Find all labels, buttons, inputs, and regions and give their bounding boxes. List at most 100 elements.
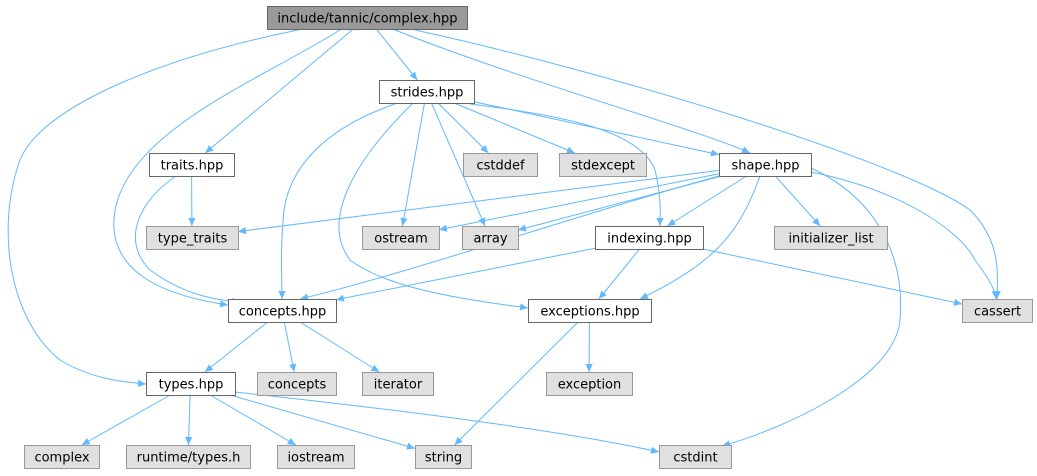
node-box (659, 445, 732, 469)
node-label: runtime/types.h (137, 451, 241, 466)
edge-complex_hpp-to-traits_hpp (204, 28, 354, 154)
node-box (277, 445, 355, 469)
node-label: shape.hpp (731, 159, 799, 174)
edge-types_hpp-to-iostream (209, 394, 297, 446)
node-label: concepts (268, 378, 327, 393)
node-indexing_hpp[interactable]: indexing.hpp (595, 226, 704, 250)
edge-concepts_hpp-to-iterator (299, 321, 380, 373)
node-exceptions_hpp[interactable]: exceptions.hpp (528, 299, 652, 323)
edge-complex_hpp-to-shape_hpp (394, 29, 751, 154)
edge-indexing_hpp-to-concepts_hpp (335, 247, 596, 302)
node-ostream: ostream (362, 226, 440, 250)
node-label: exception (558, 378, 622, 393)
node-complex_hpp[interactable]: include/tannic/complex.hpp (267, 6, 468, 30)
node-box (462, 226, 519, 250)
node-label: strides.hpp (391, 86, 464, 101)
node-iterator: iterator (362, 372, 434, 396)
node-label: include/tannic/complex.hpp (277, 12, 457, 27)
node-label: traits.hpp (161, 159, 224, 174)
node-label: concepts.hpp (239, 305, 326, 320)
edge-complex_hpp-to-strides_hpp (375, 28, 418, 81)
edge-strides_hpp-to-cstddef (437, 102, 489, 154)
node-complex: complex (24, 445, 100, 469)
node-box (379, 80, 475, 104)
node-box (719, 153, 812, 177)
edge-strides_hpp-to-indexing_hpp (469, 103, 664, 227)
edge-shape_hpp-to-cassert (810, 171, 999, 300)
node-box (774, 226, 888, 250)
edge-complex_hpp-to-cassert (414, 29, 1001, 300)
node-cstddef: cstddef (463, 153, 538, 177)
node-label: initializer_list (788, 232, 873, 247)
node-types_hpp[interactable]: types.hpp (146, 372, 236, 396)
node-label: ostream (374, 232, 428, 247)
node-box (267, 6, 468, 30)
node-shape_hpp[interactable]: shape.hpp (719, 153, 812, 177)
node-strides_hpp[interactable]: strides.hpp (379, 80, 475, 104)
node-box (146, 226, 239, 250)
node-box (362, 226, 440, 250)
edge-complex_hpp-to-types_hpp (7, 29, 299, 387)
node-cassert: cassert (962, 299, 1033, 323)
node-box (528, 299, 652, 323)
node-runtime_types_h: runtime/types.h (126, 445, 251, 469)
edge-strides_hpp-to-stdexcept (454, 102, 575, 154)
node-box (463, 153, 538, 177)
edge-indexing_hpp-to-exceptions_hpp (598, 248, 640, 300)
edge-shape_hpp-to-cstdint (721, 167, 902, 448)
node-label: exceptions.hpp (540, 305, 639, 320)
node-box (559, 153, 647, 177)
node-concepts_hpp[interactable]: concepts.hpp (228, 299, 337, 323)
node-label: indexing.hpp (607, 232, 692, 247)
node-label: type_traits (158, 232, 228, 247)
edge-strides_hpp-to-exceptions_hpp (338, 103, 529, 311)
node-label: cassert (974, 305, 1021, 320)
node-label: cstddef (476, 159, 525, 174)
edge-shape_hpp-to-indexing_hpp (667, 175, 747, 227)
node-concepts: concepts (257, 372, 337, 396)
node-label: cstdint (673, 451, 717, 466)
edge-shape_hpp-to-exceptions_hpp (639, 175, 761, 300)
edge-complex_hpp-to-concepts_hpp (113, 29, 341, 308)
node-cstdint: cstdint (659, 445, 732, 469)
node-string: string (415, 445, 472, 469)
edge-types_hpp-to-runtime_types_h (185, 394, 193, 446)
node-label: iterator (374, 378, 423, 393)
node-iostream: iostream (277, 445, 355, 469)
node-box (546, 372, 633, 396)
edge-concepts_hpp-to-types_hpp (204, 321, 268, 373)
edge-shape_hpp-to-type_traits (237, 169, 720, 235)
edge-concepts_hpp-to-concepts (283, 321, 297, 373)
node-box (595, 226, 704, 250)
node-type_traits: type_traits (146, 226, 239, 250)
edge-types_hpp-to-string (230, 394, 416, 450)
node-box (257, 372, 337, 396)
node-traits_hpp[interactable]: traits.hpp (149, 153, 235, 177)
node-exception: exception (546, 372, 633, 396)
node-box (962, 299, 1033, 323)
node-box (362, 372, 434, 396)
edge-types_hpp-to-complex (81, 394, 171, 446)
edge-types_hpp-to-cstdint (234, 391, 660, 454)
edges-layer (7, 28, 1001, 454)
node-label: string (425, 451, 462, 466)
node-label: types.hpp (159, 378, 224, 393)
node-array: array (462, 226, 519, 250)
node-box (228, 299, 337, 323)
edge-strides_hpp-to-ostream (400, 102, 425, 227)
edge-strides_hpp-to-concepts_hpp (278, 103, 396, 300)
node-box (146, 372, 236, 396)
node-label: iostream (287, 451, 344, 466)
edge-exceptions_hpp-to-string (454, 321, 579, 446)
edge-indexing_hpp-to-cassert (702, 248, 963, 306)
nodes-layer: include/tannic/complex.hpp strides.hpp tra… (24, 6, 1033, 469)
edge-shape_hpp-to-ostream (438, 173, 720, 232)
edge-traits_hpp-to-concepts_hpp (134, 175, 241, 306)
node-label: stdexcept (571, 159, 635, 174)
node-box (415, 445, 472, 469)
node-label: complex (34, 451, 89, 466)
edge-strides_hpp-to-array (431, 102, 486, 227)
node-box (24, 445, 100, 469)
edge-shape_hpp-to-initializer_list (774, 175, 821, 227)
